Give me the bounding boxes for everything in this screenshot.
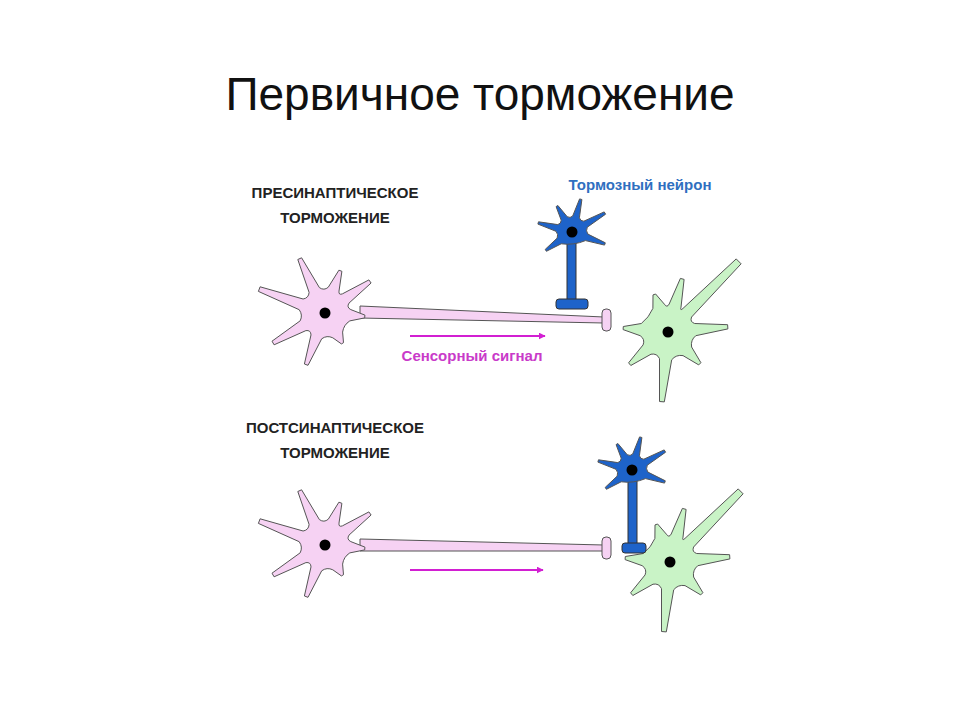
- sensory-neuron: [258, 258, 371, 366]
- axon-terminal: [602, 537, 611, 559]
- axon-terminal: [602, 309, 611, 331]
- slide-title: Первичное торможение: [0, 66, 960, 122]
- section-heading: ПРЕСИНАПТИЧЕСКОЕ ТОРМОЖЕНИЕ: [210, 180, 460, 230]
- cell-nucleus: [665, 557, 676, 568]
- target-neuron: [623, 259, 741, 402]
- signal-arrow: [410, 335, 545, 337]
- cell-nucleus: [320, 308, 331, 319]
- inhibitory-axon: [567, 238, 576, 302]
- cell-nucleus: [627, 465, 638, 476]
- cell-nucleus: [320, 540, 331, 551]
- inhibitory-terminal: [622, 543, 646, 553]
- label-wrap: Сенсорный сигнал: [397, 343, 547, 368]
- inhibitory-neuron: [538, 199, 606, 251]
- neuron-group: [258, 199, 743, 632]
- target-neuron: [625, 489, 743, 632]
- axon: [360, 539, 604, 551]
- label-wrap: Тормозный нейрон: [565, 172, 715, 197]
- signal-arrow: [410, 569, 543, 571]
- inhibitory-terminal: [556, 299, 588, 309]
- section-heading: ПОСТСИНАПТИЧЕСКОЕ ТОРМОЖЕНИЕ: [205, 415, 465, 465]
- cell-nucleus: [663, 327, 674, 338]
- inhibitory-axon: [628, 475, 637, 545]
- label-wrap: ПРЕСИНАПТИЧЕСКОЕ ТОРМОЖЕНИЕ: [210, 180, 460, 230]
- label-wrap: ПОСТСИНАПТИЧЕСКОЕ ТОРМОЖЕНИЕ: [205, 415, 465, 465]
- signal-label: Сенсорный сигнал: [397, 343, 547, 368]
- sensory-neuron: [258, 490, 371, 598]
- title-wrap: Первичное торможение: [0, 66, 960, 122]
- inhibitory-neuron: [598, 437, 666, 489]
- cell-nucleus: [567, 227, 578, 238]
- neuron-label: Тормозный нейрон: [565, 172, 715, 197]
